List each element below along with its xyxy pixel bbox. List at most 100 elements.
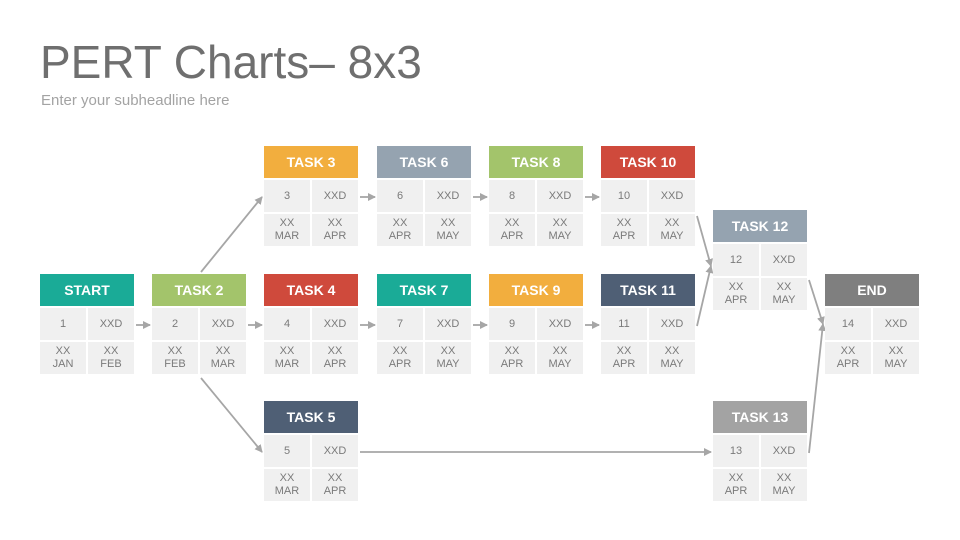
arrow-task11-to-task12: [696, 265, 714, 327]
start-month: APR: [500, 230, 524, 242]
node-duration: XXD: [88, 308, 134, 340]
node-number: 14: [825, 308, 871, 340]
end-month: APR: [323, 485, 347, 497]
node-number: 9: [489, 308, 535, 340]
node-header: TASK 12: [713, 210, 807, 242]
node-number: 10: [601, 180, 647, 212]
start-month: APR: [724, 294, 748, 306]
end-month: APR: [323, 230, 347, 242]
end-day: XX: [103, 345, 119, 357]
end-day: XX: [440, 345, 456, 357]
node-duration: XXD: [425, 308, 471, 340]
start-month: MAR: [274, 230, 300, 242]
end-day: XX: [327, 217, 343, 229]
node-header: TASK 8: [489, 146, 583, 178]
node-duration: XXD: [537, 308, 583, 340]
arrow-task12-to-end: [808, 279, 825, 325]
node-header: TASK 3: [264, 146, 358, 178]
start-month: FEB: [164, 358, 186, 370]
node-number: 3: [264, 180, 310, 212]
start-day: XX: [55, 345, 71, 357]
end-day: XX: [664, 345, 680, 357]
node-header: TASK 5: [264, 401, 358, 433]
node-header: TASK 9: [489, 274, 583, 306]
end-day: XX: [776, 281, 792, 293]
node-header: TASK 2: [152, 274, 246, 306]
node-number: 13: [713, 435, 759, 467]
start-day: XX: [392, 345, 408, 357]
node-duration: XXD: [649, 180, 695, 212]
arrow-task10-to-task12: [696, 215, 713, 267]
end-month: MAY: [884, 358, 908, 370]
end-month: MAR: [210, 358, 236, 370]
node-duration: XXD: [649, 308, 695, 340]
node-header: TASK 13: [713, 401, 807, 433]
end-month: MAY: [548, 358, 572, 370]
end-month: MAY: [548, 230, 572, 242]
start-day: XX: [728, 472, 744, 484]
arrow-task13-to-end: [808, 323, 827, 454]
node-duration: XXD: [312, 435, 358, 467]
arrow-task2-to-task5: [200, 377, 263, 453]
node-duration: XXD: [312, 308, 358, 340]
start-month: APR: [612, 230, 636, 242]
node-number: 7: [377, 308, 423, 340]
end-month: MAY: [660, 358, 684, 370]
node-header: TASK 11: [601, 274, 695, 306]
start-day: XX: [167, 345, 183, 357]
slide-title: PERT Charts– 8x3: [40, 36, 422, 88]
start-month: MAR: [274, 358, 300, 370]
end-day: XX: [327, 472, 343, 484]
start-month: APR: [500, 358, 524, 370]
start-day: XX: [616, 217, 632, 229]
end-day: XX: [888, 345, 904, 357]
end-month: APR: [323, 358, 347, 370]
start-day: XX: [504, 217, 520, 229]
start-month: APR: [388, 230, 412, 242]
